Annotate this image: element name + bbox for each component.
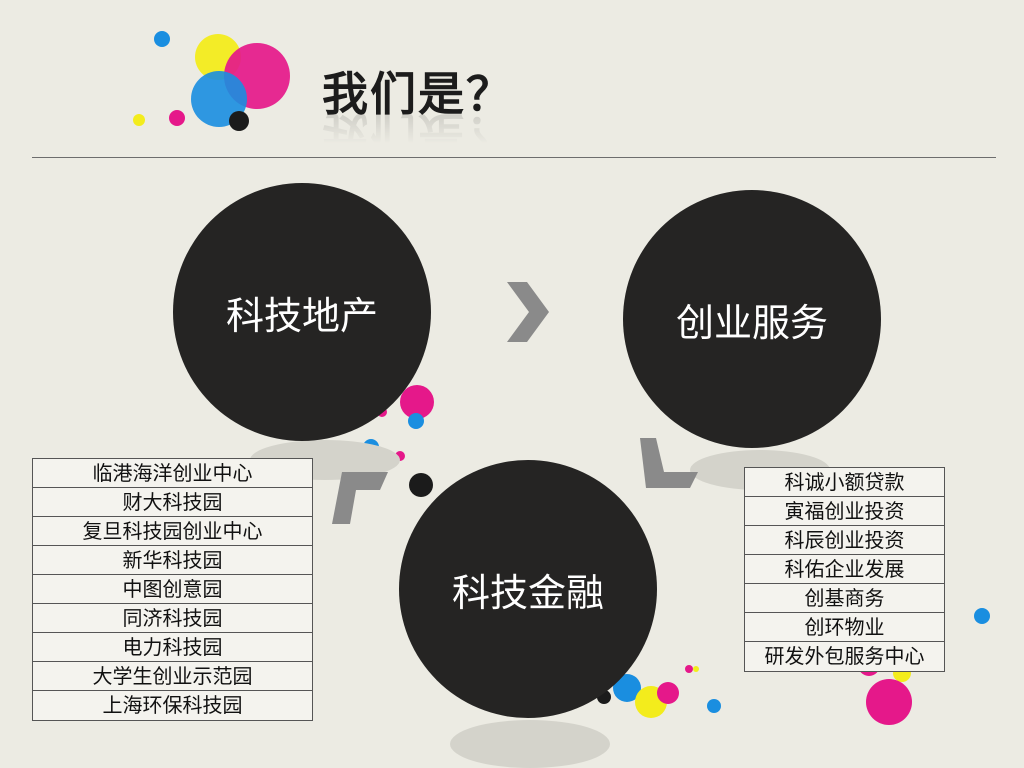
list-item: 大学生创业示范园: [33, 662, 312, 691]
list-item: 寅福创业投资: [745, 497, 944, 526]
chevron-icon: [507, 282, 549, 342]
list-item: 同济科技园: [33, 604, 312, 633]
list-item: 创基商务: [745, 584, 944, 613]
circle-shadow: [450, 720, 610, 768]
circle-startup-services: 创业服务: [623, 190, 881, 448]
list-item: 科辰创业投资: [745, 526, 944, 555]
list-item: 新华科技园: [33, 546, 312, 575]
tech-park-list: 临港海洋创业中心 财大科技园 复旦科技园创业中心 新华科技园 中图创意园 同济科…: [32, 458, 313, 721]
list-item: 电力科技园: [33, 633, 312, 662]
circle-tech-finance: 科技金融: [399, 460, 657, 718]
chevron-icon: [332, 472, 388, 524]
list-item: 中图创意园: [33, 575, 312, 604]
circle-label: 科技金融: [451, 570, 604, 615]
circle-label: 创业服务: [675, 300, 828, 345]
list-item: 临港海洋创业中心: [33, 459, 312, 488]
list-item: 上海环保科技园: [102, 693, 243, 717]
list-item: 财大科技园: [33, 488, 312, 517]
chevron-icon: [640, 438, 698, 488]
list-item: 创环物业: [745, 613, 944, 642]
page-title: 我们是？: [322, 67, 514, 121]
list-item: 复旦科技园创业中心: [33, 517, 312, 546]
title-divider: [32, 157, 996, 158]
circle-tech-property: 科技地产: [173, 183, 431, 441]
list-item: 科佑企业发展: [745, 555, 944, 584]
list-item: 研发外包服务中心: [764, 644, 925, 668]
cmyk-bubbles-icon: [133, 31, 290, 131]
circle-label: 科技地产: [225, 293, 378, 338]
page-title-reflection: 我们是？: [322, 107, 514, 161]
list-item: 科诚小额贷款: [745, 468, 944, 497]
service-company-list: 科诚小额贷款 寅福创业投资 科辰创业投资 科佑企业发展 创基商务 创环物业 研发…: [744, 467, 945, 672]
